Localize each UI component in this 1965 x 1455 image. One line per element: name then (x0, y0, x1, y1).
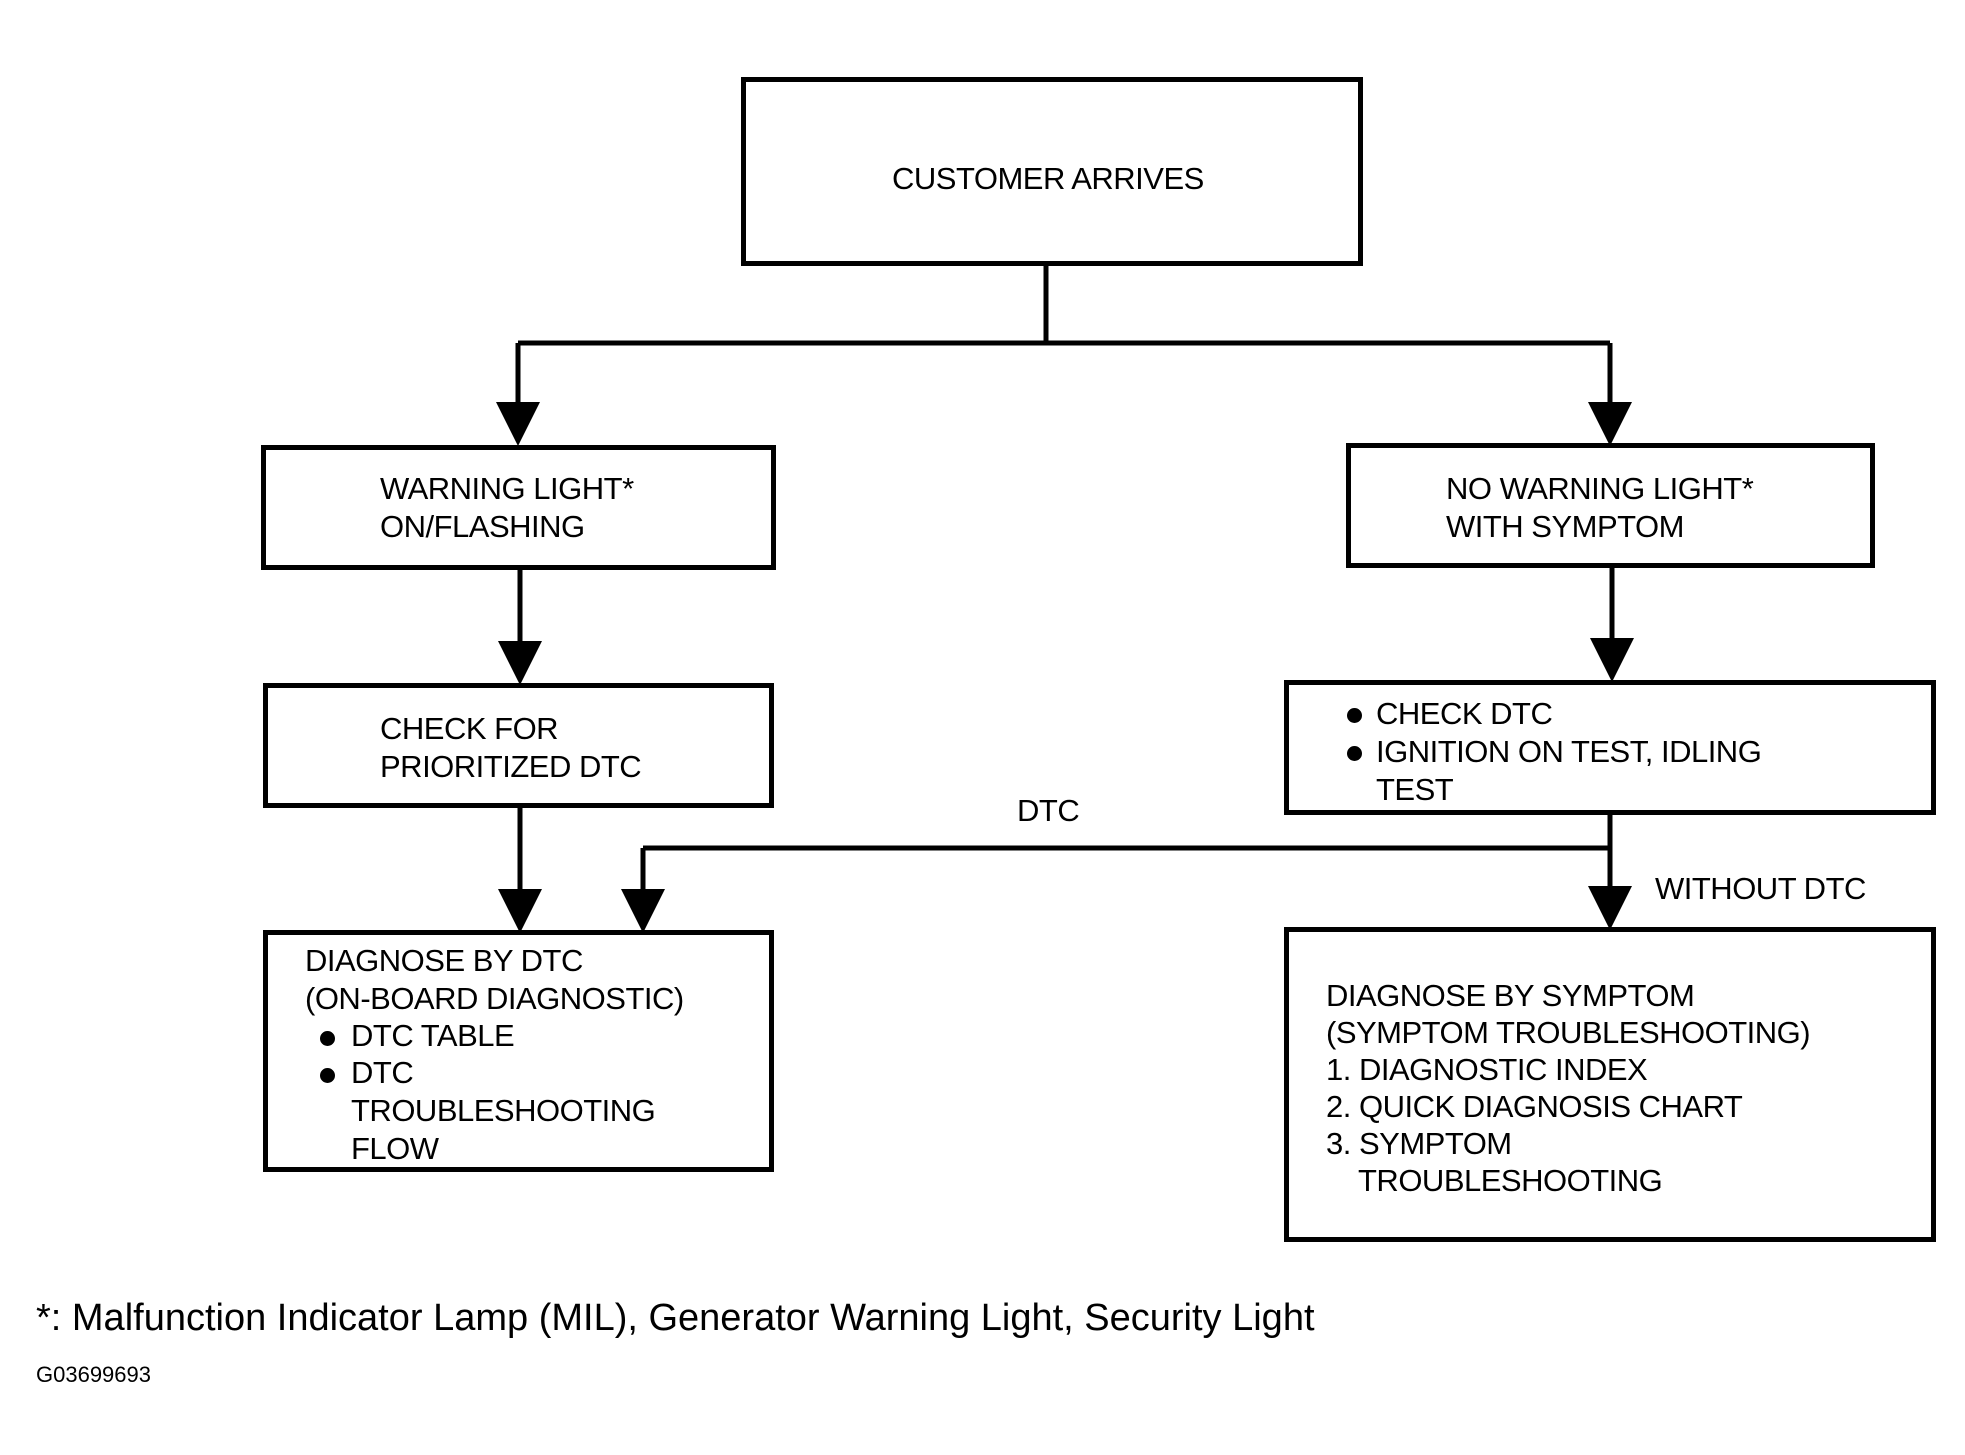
diagnose-by-symptom-box: DIAGNOSE BY SYMPTOM (SYMPTOM TROUBLESHOO… (1284, 927, 1936, 1242)
bullet-icon (320, 1068, 335, 1083)
arrowhead (1590, 638, 1634, 682)
check-dtc-box: CHECK DTC IGNITION ON TEST, IDLING TEST (1284, 680, 1936, 815)
diagnose-by-dtc-box: DIAGNOSE BY DTC (ON-BOARD DIAGNOSTIC) DT… (263, 930, 774, 1172)
arrowhead (1588, 402, 1632, 446)
arrowhead (498, 889, 542, 933)
diagnose-dtc-line2: (ON-BOARD DIAGNOSTIC) (305, 981, 684, 1016)
check-dtc-bullet1: CHECK DTC (1376, 696, 1553, 731)
check-prioritized-line1: CHECK FOR (380, 711, 559, 746)
diagnose-symptom-item1: 1. DIAGNOSTIC INDEX (1326, 1052, 1648, 1087)
bullet-icon (320, 1031, 335, 1046)
warning-light-line1: WARNING LIGHT* (380, 471, 634, 506)
diagnose-dtc-line1: DIAGNOSE BY DTC (305, 943, 583, 978)
diagnose-dtc-bullet2: DTC (351, 1055, 414, 1090)
no-warning-light-line1: NO WARNING LIGHT* (1446, 471, 1754, 506)
footnote: *: Malfunction Indicator Lamp (MIL), Gen… (36, 1297, 1315, 1339)
bullet-icon (1347, 708, 1362, 723)
check-prioritized-dtc-box: CHECK FOR PRIORITIZED DTC (263, 683, 774, 808)
diagnose-dtc-bullet1: DTC TABLE (351, 1018, 515, 1053)
edge-label-without-dtc: WITHOUT DTC (1655, 871, 1866, 906)
figure-code: G03699693 (36, 1362, 151, 1387)
diagnose-dtc-bullet2-cont2: FLOW (351, 1131, 439, 1166)
edge-label-dtc: DTC (1017, 793, 1080, 828)
diagnose-symptom-line1: DIAGNOSE BY SYMPTOM (1326, 978, 1695, 1013)
arrowhead (498, 641, 542, 685)
bullet-icon (1347, 746, 1362, 761)
arrowhead (621, 889, 665, 933)
check-dtc-bullet2-cont: TEST (1376, 772, 1454, 807)
customer-arrives-text: CUSTOMER ARRIVES (892, 161, 1204, 196)
check-prioritized-line2: PRIORITIZED DTC (380, 749, 642, 784)
diagnose-symptom-item2: 2. QUICK DIAGNOSIS CHART (1326, 1089, 1743, 1124)
no-warning-light-box: NO WARNING LIGHT* WITH SYMPTOM (1346, 443, 1875, 568)
diagnose-dtc-bullet2-cont1: TROUBLESHOOTING (351, 1093, 656, 1128)
arrowhead (1588, 886, 1632, 930)
check-dtc-bullet2: IGNITION ON TEST, IDLING (1376, 734, 1762, 769)
diagnose-symptom-item3-cont: TROUBLESHOOTING (1358, 1163, 1663, 1198)
diagnose-symptom-item3: 3. SYMPTOM (1326, 1126, 1512, 1161)
no-warning-light-line2: WITH SYMPTOM (1446, 509, 1684, 544)
warning-light-line2: ON/FLASHING (380, 509, 585, 544)
arrowhead (496, 402, 540, 446)
diagnose-symptom-line2: (SYMPTOM TROUBLESHOOTING) (1326, 1015, 1811, 1050)
warning-light-box: WARNING LIGHT* ON/FLASHING (261, 445, 776, 570)
customer-arrives-box: CUSTOMER ARRIVES (741, 77, 1363, 266)
